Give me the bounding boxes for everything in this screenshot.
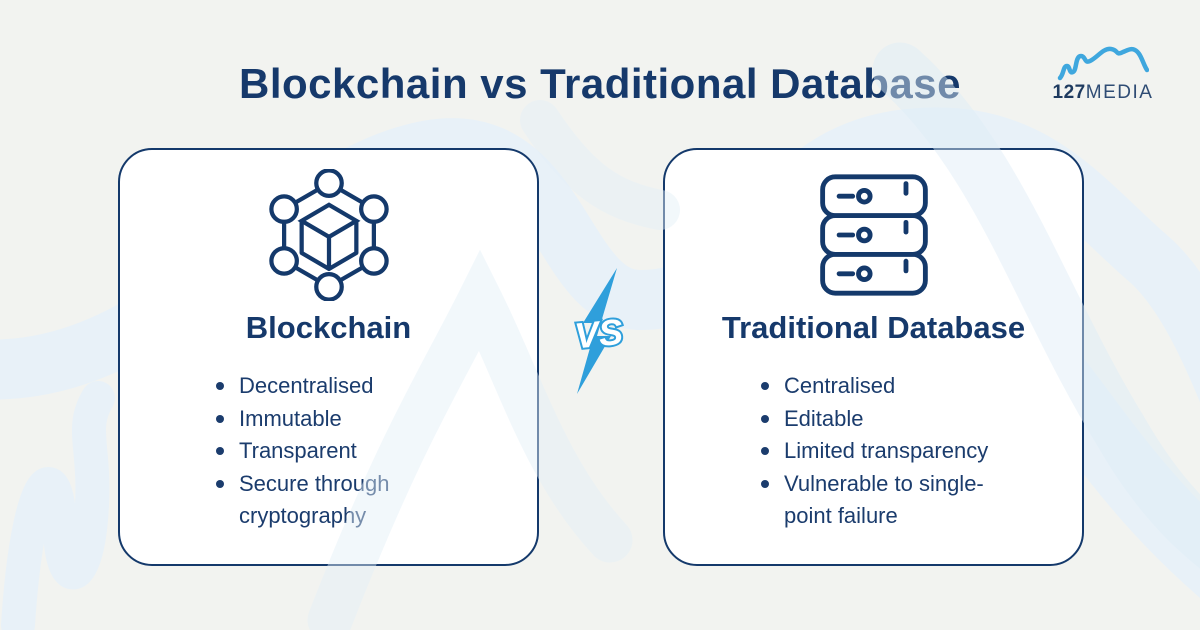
page-title: Blockchain vs Traditional Database xyxy=(239,60,961,107)
list-item: Centralised xyxy=(761,370,1082,403)
blockchain-icon-wrap xyxy=(120,168,537,302)
database-card-title: Traditional Database xyxy=(721,310,1026,345)
logo-text: 127MEDIA xyxy=(1040,82,1166,104)
logo-name: MEDIA xyxy=(1085,82,1154,103)
blockchain-card: Blockchain Decentralised Immutable Trans… xyxy=(118,148,539,566)
list-item: Transparent xyxy=(216,435,537,468)
list-item: Secure through cryptography xyxy=(216,468,537,533)
list-item: Decentralised xyxy=(216,370,537,403)
blockchain-bullet-list: Decentralised Immutable Transparent Secu… xyxy=(120,370,537,533)
list-item: Editable xyxy=(761,403,1082,436)
database-bullet-list: Centralised Editable Limited transparenc… xyxy=(665,370,1082,533)
mountain-squiggle-icon xyxy=(1057,46,1149,81)
vs-badge: VS xyxy=(553,266,647,396)
database-card: Traditional Database Centralised Editabl… xyxy=(663,148,1084,566)
blockchain-card-title: Blockchain xyxy=(245,310,412,345)
brand-logo: 127MEDIA xyxy=(1040,44,1166,104)
list-item: Vulnerable to single- point failure xyxy=(761,468,1082,533)
vs-label: VS xyxy=(573,311,625,357)
blockchain-network-icon xyxy=(268,169,389,301)
lightning-bolt-icon: VS xyxy=(571,268,627,394)
list-item: Immutable xyxy=(216,403,537,436)
database-icon-wrap xyxy=(665,168,1082,302)
logo-number: 127 xyxy=(1052,82,1086,103)
list-item: Limited transparency xyxy=(761,435,1082,468)
database-server-icon xyxy=(819,174,928,296)
